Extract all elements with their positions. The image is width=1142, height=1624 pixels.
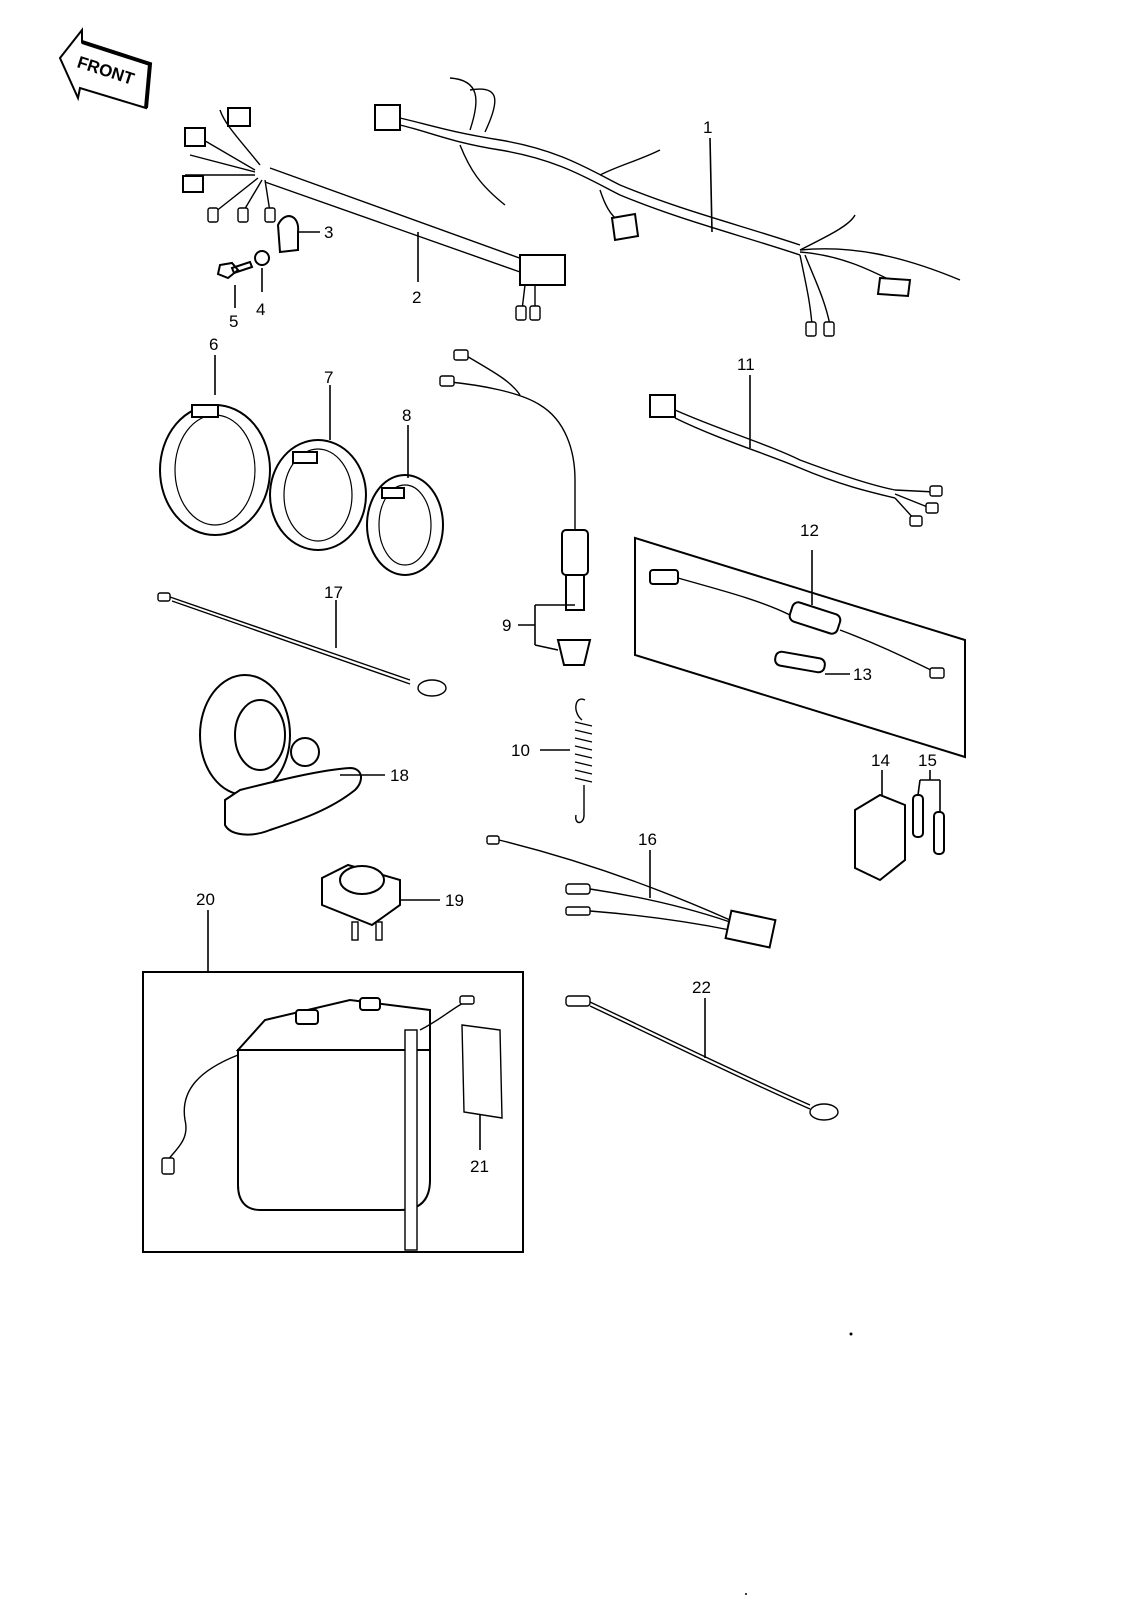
battery-panel	[142, 971, 524, 1253]
callout-12: 12	[800, 521, 819, 540]
bolt	[216, 260, 254, 280]
ground-lead-17	[157, 592, 447, 697]
brake-switch	[439, 349, 592, 666]
fuse-13	[774, 650, 826, 674]
spare-fuse-b	[933, 811, 945, 855]
callout-5: 5	[229, 312, 238, 331]
relay	[321, 863, 401, 941]
callout-9: 9	[502, 616, 511, 635]
callout-4: 4	[256, 300, 265, 319]
callout-8: 8	[402, 406, 411, 425]
lead-wire-11	[649, 394, 943, 527]
washer	[254, 250, 270, 266]
callout-19: 19	[445, 891, 464, 910]
callout-10: 10	[511, 741, 530, 760]
band-medium	[269, 439, 367, 551]
callout-1: 1	[703, 118, 712, 137]
callout-6: 6	[209, 335, 218, 354]
return-spring	[574, 698, 593, 824]
speck	[849, 1332, 853, 1336]
callout-18: 18	[390, 766, 409, 785]
horn	[199, 674, 362, 836]
callout-17: 17	[324, 583, 343, 602]
battery-label	[461, 1024, 503, 1119]
fuse-holder	[649, 569, 945, 679]
panel-12	[634, 536, 966, 759]
harness-clamp	[276, 215, 300, 254]
band-large	[159, 404, 271, 536]
sub-wiring-harness	[182, 107, 566, 321]
speck	[745, 1593, 747, 1595]
callout-22: 22	[692, 978, 711, 997]
callout-14: 14	[871, 751, 890, 770]
callout-2: 2	[412, 288, 421, 307]
battery	[161, 995, 475, 1251]
front-arrow-badge: FRONT	[58, 27, 153, 110]
band-small	[366, 474, 444, 576]
spare-fuse-a	[912, 794, 924, 838]
callout-11: 11	[737, 355, 755, 374]
battery-lead-22	[565, 995, 839, 1121]
callout-15: 15	[918, 751, 937, 770]
fuse-box	[854, 793, 906, 882]
main-wiring-harness	[374, 77, 961, 337]
lead-wire-16	[486, 835, 777, 949]
callout-21: 21	[470, 1157, 489, 1176]
callout-3: 3	[324, 223, 333, 242]
callout-13: 13	[853, 665, 872, 684]
callout-7: 7	[324, 368, 333, 387]
callout-20: 20	[196, 890, 215, 909]
callout-16: 16	[638, 830, 657, 849]
